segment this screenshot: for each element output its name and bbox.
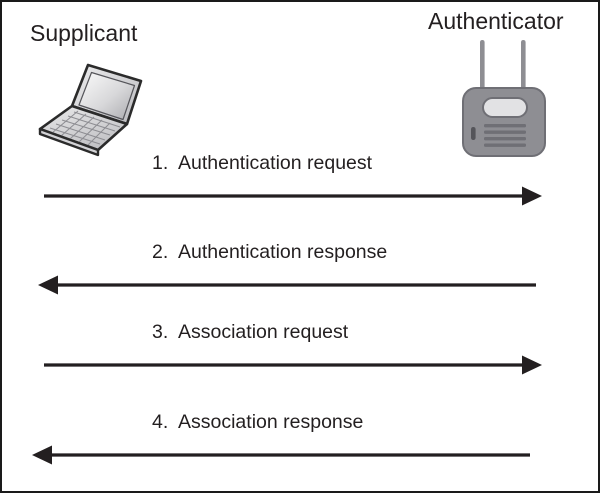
message-text: Association request: [178, 321, 349, 343]
message-row: 2. Authentication response: [2, 241, 598, 305]
supplicant-title: Supplicant: [30, 20, 138, 46]
antenna-group: [480, 40, 526, 98]
message-number: 4.: [152, 411, 169, 433]
message-row: 3. Association request: [2, 321, 598, 385]
message-arrow-left: [32, 445, 530, 465]
message-arrow-right: [44, 186, 542, 206]
message-row: 1. Authentication request: [2, 152, 598, 216]
message-number: 3.: [152, 321, 169, 343]
message-label: 3. Association request: [152, 321, 349, 343]
message-text: Authentication response: [178, 241, 388, 263]
message-arrow-right: [44, 355, 542, 375]
message-arrow-left: [38, 275, 536, 295]
message-label: 1. Authentication request: [152, 152, 373, 174]
wireless-router-icon: [454, 38, 554, 160]
message-number: 2.: [152, 241, 169, 263]
message-label: 4. Association response: [152, 411, 364, 433]
message-number: 1.: [152, 152, 169, 174]
message-row: 4. Association response: [2, 411, 598, 475]
message-text: Association response: [178, 411, 364, 433]
laptop-icon: [28, 54, 150, 160]
message-label: 2. Authentication response: [152, 241, 388, 263]
message-text: Authentication request: [178, 152, 373, 174]
authenticator-title: Authenticator: [428, 8, 564, 34]
